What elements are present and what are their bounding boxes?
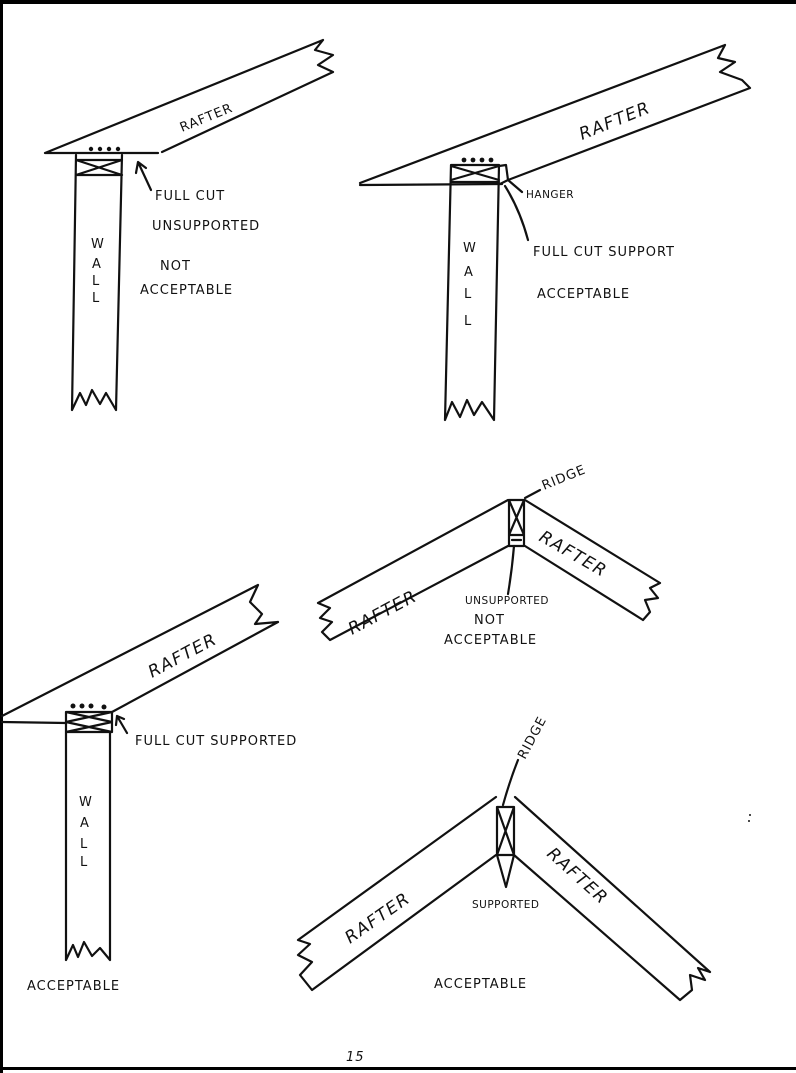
callout-text: FULL CUT [155,189,225,204]
diagram-wall-hanger: RAFTER W A L L HANGER FULL CUT SUPPORT A… [358,43,752,422]
nail-dots [461,157,494,163]
ridge-board [507,498,526,548]
ridge-board [495,805,516,889]
verdict-text: ACCEPTABLE [140,283,233,298]
wall-letter: L [80,837,88,852]
left-rafter-label: RAFTER [341,889,414,948]
diagram-ridge-unsupported: RIDGE RAFTER RAFTER UNSUPPORTED NOT ACCE… [316,463,662,648]
hanger-leader [506,178,524,194]
wall-letter: W [79,795,93,810]
right-rafter [523,498,662,622]
callout-arrow [114,714,129,735]
callout-text: UNSUPPORTED [152,219,260,234]
wall-letter: A [464,265,474,280]
callout-text: FULL CUT SUPPORTED [135,734,297,749]
left-rafter [296,795,498,992]
wall-letter: L [464,314,472,329]
callout-text: SUPPORTED [472,899,539,911]
wall-post [443,163,501,422]
diagram-wall-supported: RAFTER W A L L FULL CUT SUPPORTED ACCEPT… [0,583,297,994]
page-number: 15 [346,1050,365,1065]
verdict-text: ACCEPTABLE [444,633,537,648]
right-rafter [512,795,712,1002]
callout-text: FULL CUT SUPPORT [533,245,675,260]
wall-letter: L [464,287,472,302]
wall-post [64,710,114,962]
wall-letter: A [80,816,90,831]
scan-specks [748,814,751,822]
diagram-ridge-supported: RIDGE RAFTER RAFTER SUPPORTED ACCEPTABLE [296,714,712,1002]
diagram-wall-unsupported: RAFTER W A L L FULL CUT UNSUPPORTED NOT … [43,38,335,412]
nail-dots [70,703,107,710]
verdict-text: NOT [160,259,191,274]
rafter-board [43,38,335,155]
hanger-label: HANGER [526,189,574,201]
wall-letter: L [92,274,100,289]
rafter-board [0,583,280,725]
wall-letter: L [92,291,100,306]
left-rafter [316,498,510,642]
rafter-label: RAFTER [576,98,653,145]
wall-letter: A [92,257,102,272]
left-rafter-label: RAFTER [345,586,421,639]
callout-text: UNSUPPORTED [465,595,549,607]
verdict-text: ACCEPTABLE [537,287,630,302]
wall-letter: W [463,241,477,256]
ridge-leader [523,488,542,500]
wall-letter: L [80,855,88,870]
wall-letter: W [91,237,105,252]
hanger-bracket [497,163,510,186]
ridge-leader [501,758,520,807]
ridge-label: RIDGE [540,463,588,494]
callout-leader [503,184,530,242]
ridge-label: RIDGE [515,714,550,762]
callout-leader [506,544,516,596]
verdict-text: NOT [474,613,505,628]
left-border [0,0,3,1073]
rafter-board [358,43,752,187]
bottom-border [0,1067,796,1070]
right-rafter-label: RAFTER [536,527,611,582]
verdict-text: ACCEPTABLE [434,977,527,992]
top-border [0,0,796,4]
nail-dots [88,146,121,152]
verdict-text: ACCEPTABLE [27,979,120,994]
wall-post [70,153,124,412]
callout-arrow [134,160,153,192]
